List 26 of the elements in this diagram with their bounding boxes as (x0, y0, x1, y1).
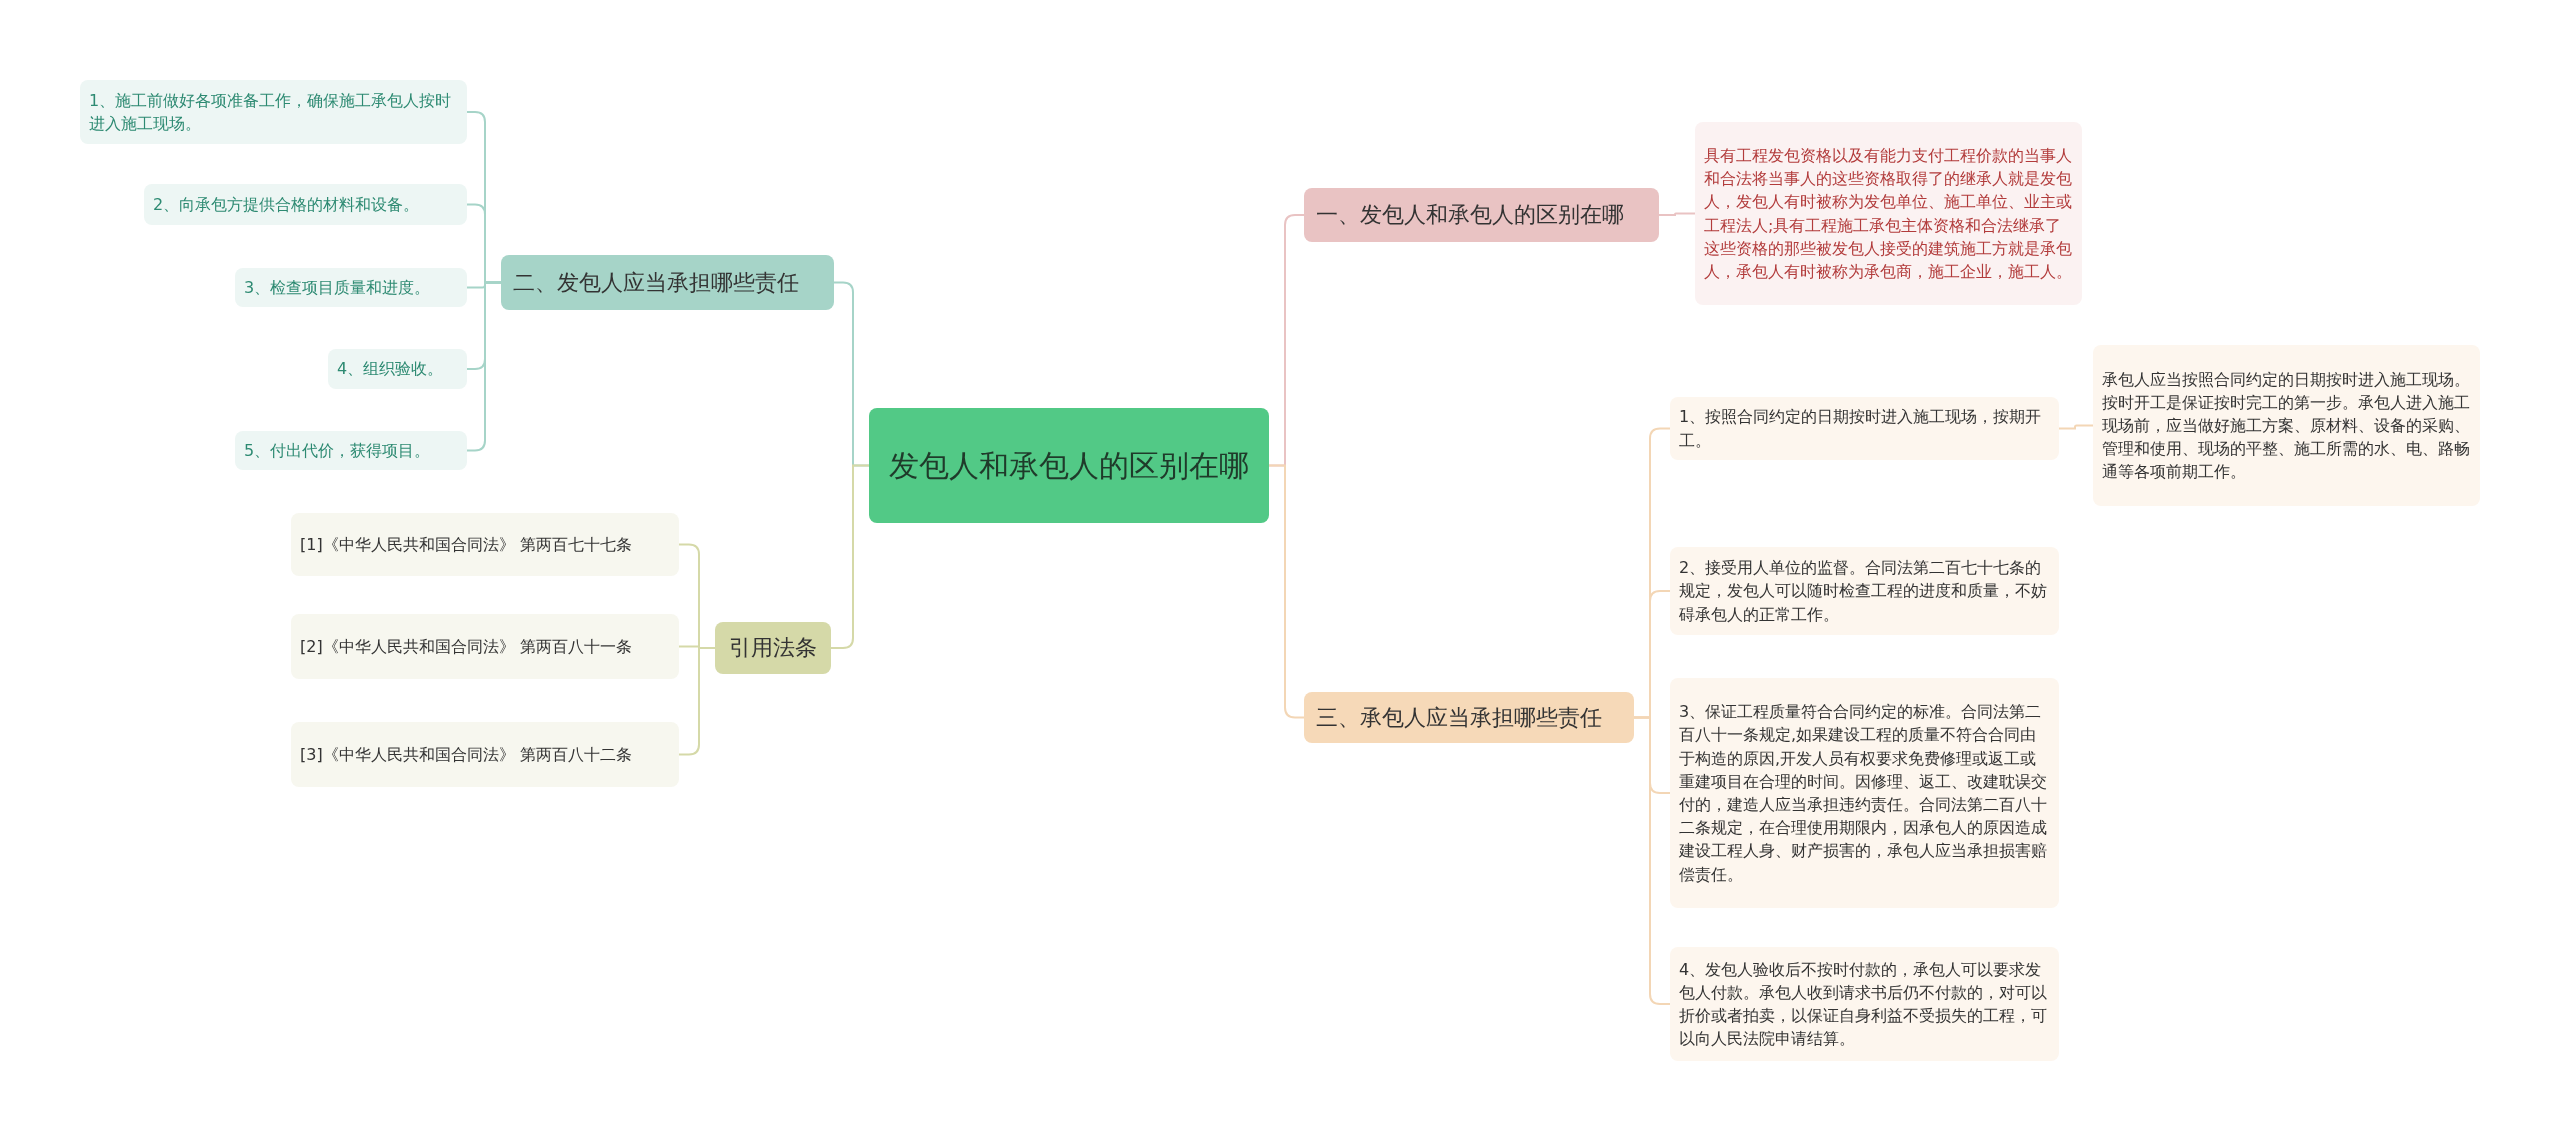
text-box: 3、检查项目质量和进度。 (235, 268, 467, 307)
text-box: [2]《中华人民共和国合同法》 第两百八十一条 (291, 614, 679, 679)
branch-box: 二、发包人应当承担哪些责任 (501, 255, 834, 310)
text-box: 2、向承包方提供合格的材料和设备。 (144, 184, 467, 225)
connector-line (2058, 424, 2094, 430)
text-box: 1、按照合同约定的日期按时进入施工现场，按期开工。 (1670, 397, 2059, 460)
connector-line (678, 647, 716, 756)
text-box: 4、发包人验收后不按时付款的，承包人可以要求发包人付款。承包人收到请求书后仍不付款的，对可以折价或者拍卖，以保证自身利益不受损失的工程，可以向人民法院申请结算。 (1670, 947, 2059, 1061)
text-box: 承包人应当按照合同约定的日期按时进入施工现场。按时开工是保证按时完工的第一步。承包人进入施工现场前，应当做好施工方案、原材料、设备的采购、管理和使用、现场的平整、施工所需的水、电、路畅通等各项前期工作。 (2093, 345, 2480, 506)
text-box: 4、组织验收。 (328, 349, 467, 389)
topic-box: 发包人和承包人的区别在哪 (869, 408, 1269, 523)
connector-line (830, 464, 870, 649)
text-box: 5、付出代价，获得项目。 (235, 431, 467, 470)
text-box: 1、施工前做好各项准备工作，确保施工承包人按时进入施工现场。 (80, 80, 467, 144)
text-box: [3]《中华人民共和国合同法》 第两百八十二条 (291, 722, 679, 787)
connector-line (466, 281, 502, 452)
text-box: 3、保证工程质量符合合同约定的标准。合同法第二百八十一条规定,如果建设工程的质量不符合合同由于构造的原因,开发人员有权要求免费修理或返工或重建项目在合理的时间。因修理、返工、改建耽误交付的，建造人应当承担违约责任。合同法第二百八十二条规定，在合理使用期限内，因承包人的原因造成建设工程人身、财产损害的，承包人应当承担损害赔偿责任。 (1670, 678, 2059, 908)
branch-box: 引用法条 (715, 622, 831, 674)
text-box: 具有工程发包资格以及有能力支付工程价款的当事人和合法将当事人的这些资格取得了的继承人就是发包人，发包人有时被称为发包单位、施工单位、业主或工程法人;具有工程施工承包主体资格和合法继承了这些资格的那些被发包人接受的建筑施工方就是承包人，承包人有时被称为承包商，施工企业，施工人。 (1695, 122, 2082, 305)
text-box: 2、接受用人单位的监督。合同法第二百七十七条的规定，发包人可以随时检查工程的进度和质量，不妨碍承包人的正常工作。 (1670, 547, 2059, 635)
text-box: [1]《中华人民共和国合同法》 第两百七十七条 (291, 513, 679, 576)
branch-box: 三、承包人应当承担哪些责任 (1304, 692, 1634, 743)
connector-line (1658, 212, 1696, 216)
connector-line (1268, 464, 1305, 719)
connector-line (1633, 716, 1671, 1005)
branch-box: 一、发包人和承包人的区别在哪 (1304, 188, 1659, 242)
